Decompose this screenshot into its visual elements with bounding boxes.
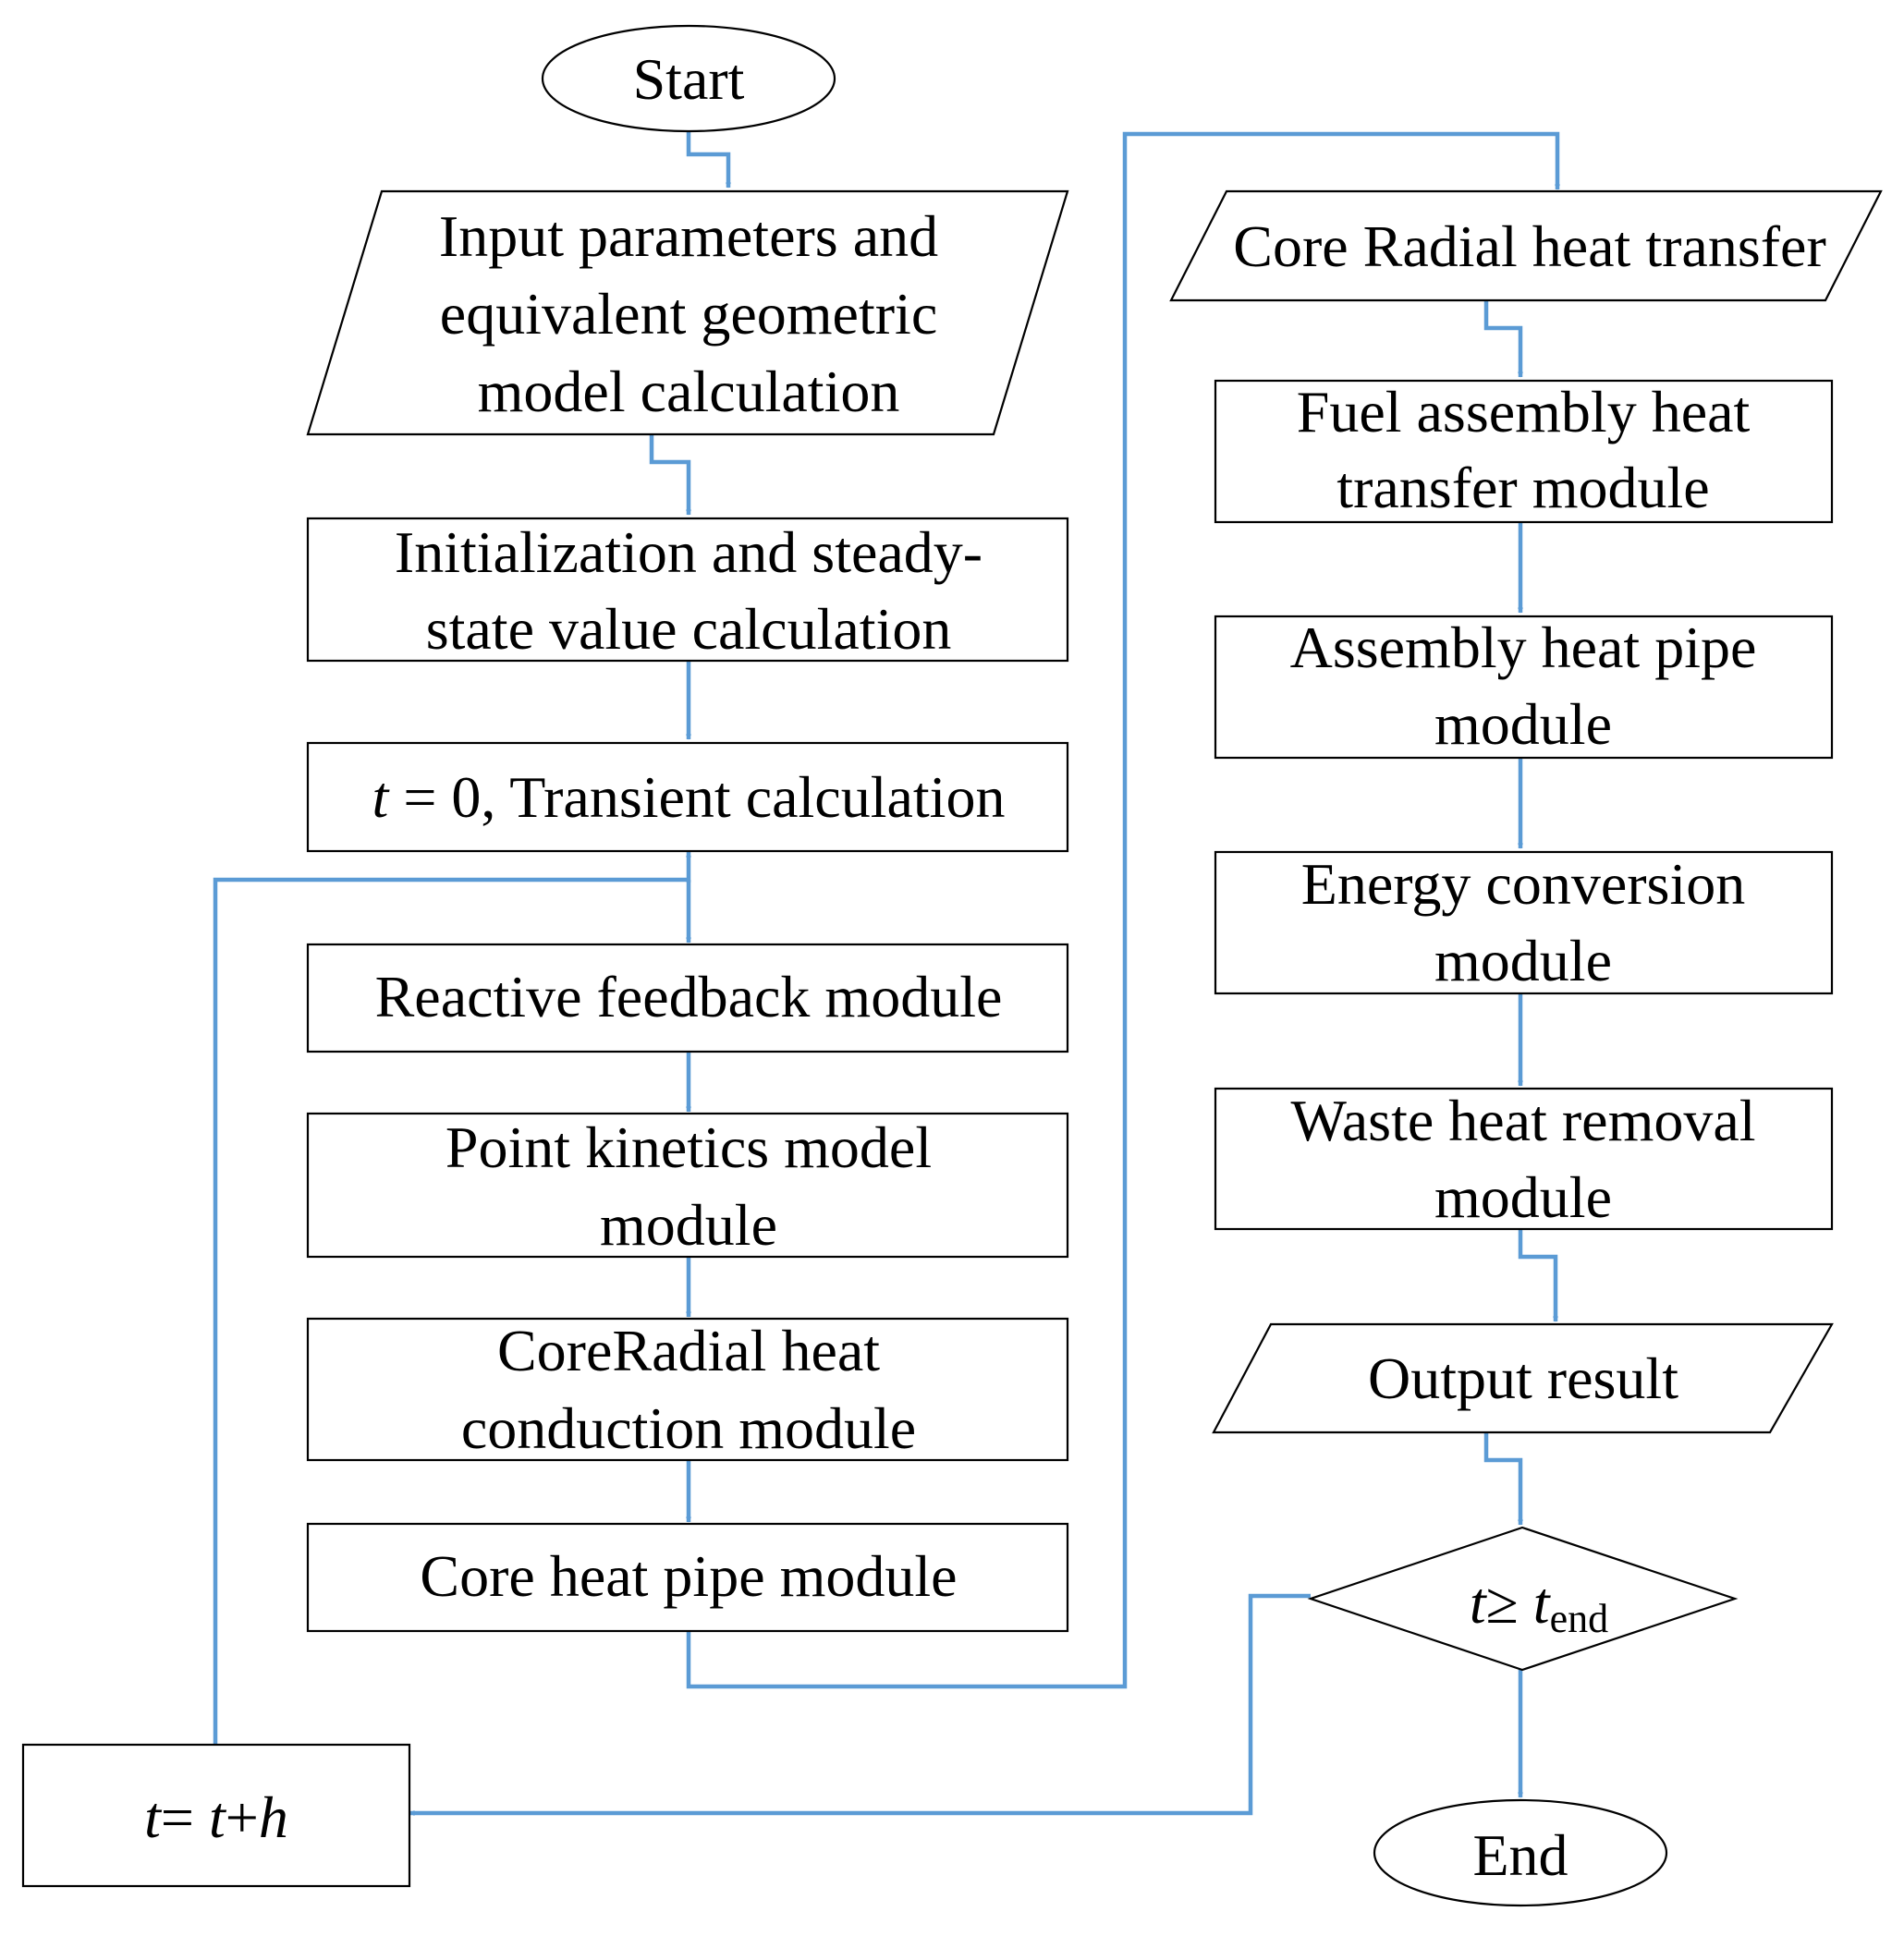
- end-condition-decision: t≥ tend: [1307, 1526, 1739, 1672]
- init-label-line-1: Initialization and steady-: [395, 519, 983, 585]
- end-label: End: [1472, 1822, 1568, 1888]
- arrow-coreradialtransfer-to-fuelassembly: [1483, 300, 1523, 378]
- input-label-line-2: equivalent geometric: [440, 281, 937, 347]
- update-eq: =: [161, 1784, 209, 1850]
- update-label: t= t+h: [144, 1784, 288, 1850]
- connectors: [213, 131, 1560, 1816]
- update-t2: t: [209, 1784, 227, 1850]
- output-label: Output result: [1368, 1345, 1678, 1411]
- coreradial-label-line-2: conduction module: [461, 1395, 916, 1461]
- input-parameters-io: Input parameters and equivalent geometri…: [306, 189, 1069, 436]
- core-heat-pipe-label: Core heat pipe module: [420, 1543, 957, 1609]
- arrow-coreheatpipe-to-coreradialtransfer: [686, 131, 1560, 1689]
- coreradial-label-line-1: CoreRadial heat: [497, 1318, 880, 1383]
- arrow-input-to-init: [649, 434, 691, 516]
- update-h: h: [259, 1784, 288, 1850]
- end-terminal: End: [1373, 1798, 1668, 1907]
- waste-heat-label-line-2: module: [1434, 1164, 1612, 1230]
- decision-subscript: end: [1550, 1596, 1609, 1641]
- assembly-heat-pipe-label-line-2: module: [1434, 691, 1612, 757]
- assembly-heat-pipe-label-line-1: Assembly heat pipe: [1290, 615, 1757, 680]
- init-label-line-2: state value calculation: [426, 596, 952, 662]
- start-terminal: Start: [541, 24, 836, 133]
- fuel-assembly-label-line-1: Fuel assembly heat: [1297, 379, 1751, 444]
- arrow-output-to-decision: [1483, 1432, 1523, 1526]
- initialization-process: Initialization and steady- state value c…: [306, 517, 1069, 663]
- core-heat-pipe-process: Core heat pipe module: [306, 1522, 1069, 1633]
- waste-heat-process: Waste heat removal module: [1214, 1087, 1834, 1231]
- reactive-label: Reactive feedback module: [375, 964, 1003, 1029]
- core-radial-transfer-label: Core Radial heat transfer: [1233, 213, 1826, 279]
- time-update-process: t= t+h: [21, 1743, 411, 1888]
- point-kinetics-label-line-1: Point kinetics model: [445, 1114, 932, 1180]
- reactive-feedback-process: Reactive feedback module: [306, 943, 1069, 1053]
- energy-conversion-process: Energy conversion module: [1214, 850, 1834, 995]
- decision-t: t: [1470, 1570, 1488, 1636]
- waste-heat-label-line-1: Waste heat removal: [1290, 1088, 1755, 1153]
- transient-calculation-process: t = 0, Transient calculation: [306, 741, 1069, 853]
- update-t1: t: [144, 1784, 163, 1850]
- assembly-heat-pipe-process: Assembly heat pipe module: [1214, 615, 1834, 760]
- fuel-assembly-label-line-2: transfer module: [1336, 455, 1709, 520]
- start-label: Start: [633, 46, 745, 112]
- line-update-loop-back: [213, 877, 689, 1745]
- transient-var: t: [372, 764, 391, 830]
- input-label-line-1: Input parameters and: [439, 203, 938, 269]
- decision-op: ≥: [1486, 1570, 1533, 1636]
- point-kinetics-process: Point kinetics model module: [306, 1112, 1069, 1259]
- transient-rest: = 0, Transient calculation: [388, 764, 1005, 830]
- input-label-line-3: model calculation: [478, 359, 900, 424]
- point-kinetics-label-line-2: module: [600, 1192, 777, 1258]
- core-radial-transfer-io: Core Radial heat transfer: [1169, 189, 1883, 302]
- fuel-assembly-process: Fuel assembly heat transfer module: [1214, 379, 1834, 524]
- transient-label: t = 0, Transient calculation: [372, 764, 1006, 830]
- update-plus: +: [226, 1784, 259, 1850]
- arrow-decision-to-update: [409, 1593, 1311, 1816]
- decision-label: t≥ tend: [1470, 1570, 1608, 1641]
- output-result-io: Output result: [1212, 1322, 1834, 1434]
- arrow-wasteheat-to-output: [1518, 1229, 1558, 1322]
- coreradial-conduction-process: CoreRadial heat conduction module: [306, 1317, 1069, 1462]
- energy-conversion-label-line-1: Energy conversion: [1301, 851, 1745, 917]
- arrow-start-to-input: [686, 131, 731, 189]
- energy-conversion-label-line-2: module: [1434, 928, 1612, 993]
- decision-t-end: t: [1533, 1570, 1552, 1636]
